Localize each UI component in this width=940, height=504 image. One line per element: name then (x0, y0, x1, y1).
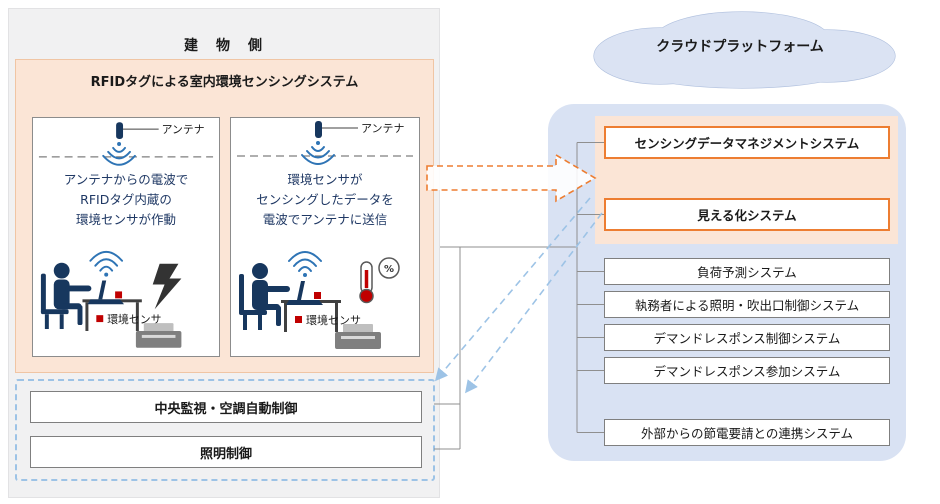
sensing-system-panel: RFIDタグによる室内環境センシングシステム アンテナ (15, 59, 434, 373)
wifi-signal-up-icon (288, 251, 322, 277)
sensor-chip-icon (314, 292, 321, 299)
cloud-platform-panel: センシングデータマネジメントシステム 見える化システム 負荷予測システム 執務者… (548, 104, 906, 461)
desc-line: アンテナからの電波で (63, 172, 189, 187)
sensor-bullet-icon (295, 316, 302, 323)
sensing-panel-activation: アンテナ (32, 117, 220, 357)
sensor-label: 環境センサ (107, 312, 161, 326)
antenna-label: アンテナ (361, 122, 405, 135)
building-title: 建 物 側 (184, 38, 264, 54)
wifi-signal-down-icon (301, 141, 335, 165)
sensing-panel-activation-art: アンテナ (38, 122, 214, 348)
control-box-hvac: 中央監視・空調自動制御 (30, 391, 422, 423)
desc-line: 電波でアンテナに送信 (262, 212, 388, 227)
sensing-panel-transmission: アンテナ (230, 117, 420, 357)
sensing-panel-transmission-art: アンテナ (237, 121, 413, 349)
desc-line: センシングしたデータを (256, 192, 394, 207)
desc-line: RFIDタグ内蔵の (80, 192, 172, 207)
sensor-chip-icon (115, 291, 123, 299)
panel-description: アンテナからの電波で RFIDタグ内蔵の 環境センサが作動 (33, 170, 219, 230)
wifi-signal-up-icon (89, 250, 124, 277)
system-box-sensing-data-management: センシングデータマネジメントシステム (604, 126, 890, 159)
antenna-label: アンテナ (162, 123, 205, 136)
sensing-system-title: RFIDタグによる室内環境センシングシステム (90, 75, 359, 90)
rfid-reader-icon (335, 324, 381, 349)
wifi-signal-down-icon (102, 142, 136, 166)
sensor-label: 環境センサ (306, 313, 361, 327)
system-box-visualization: 見える化システム (604, 198, 890, 231)
sensor-bullet-icon (96, 315, 104, 323)
control-box-lighting: 照明制御 (30, 436, 422, 468)
system-box-external-saving-request: 外部からの節電要請との連携システム (604, 419, 890, 446)
system-box-occupant-control: 執務者による照明・吹出口制御システム (604, 291, 890, 318)
antenna-icon (315, 121, 358, 138)
system-box-demand-response-participation: デマンドレスポンス参加システム (604, 357, 890, 384)
panel-description: 環境センサが センシングしたデータを 電波でアンテナに送信 (231, 170, 419, 230)
person-at-desk-illustration (40, 262, 92, 330)
building-panel: 建 物 側 RFIDタグによる室内環境センシングシステム アンテナ (8, 8, 440, 498)
sensor-label-group: 環境センサ (96, 312, 162, 326)
system-box-load-forecast: 負荷予測システム (604, 258, 890, 285)
antenna-icon (116, 122, 159, 140)
system-box-demand-response-control: デマンドレスポンス制御システム (604, 324, 890, 351)
lightning-icon (152, 263, 182, 310)
humidity-percent-label: % (384, 264, 394, 275)
cloud-shape (593, 11, 896, 89)
thermometer-humidity-icon: % (359, 257, 400, 304)
sensor-label-group: 環境センサ (295, 313, 361, 327)
person-at-desk-illustration (239, 263, 290, 330)
laptop-icon (87, 280, 125, 305)
desc-line: 環境センサが作動 (75, 212, 176, 227)
control-group-panel: 中央監視・空調自動制御 照明制御 (15, 379, 435, 481)
cloud-label: クラウドプラットフォーム (656, 39, 824, 55)
rfid-reader-icon (135, 323, 182, 348)
desc-line: 環境センサが (287, 172, 363, 187)
laptop-icon (286, 281, 323, 305)
